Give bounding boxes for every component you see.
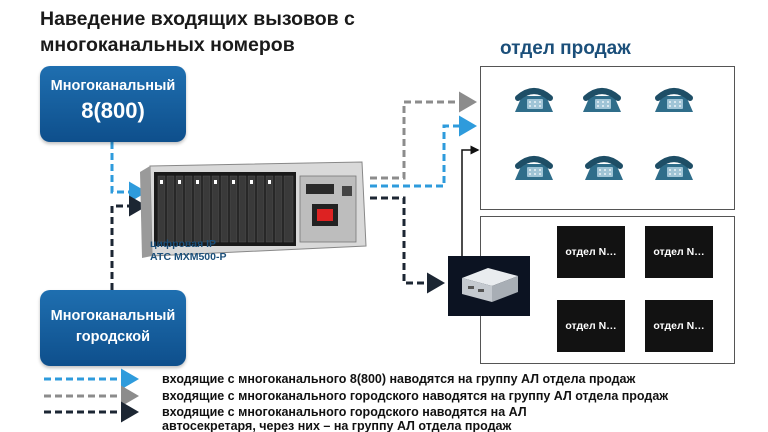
- city-label-2: городской: [75, 329, 151, 345]
- desk-phone-icon: [583, 88, 621, 112]
- department-box: отдел N…: [645, 300, 713, 352]
- title-line-1: Наведение входящих вызовов с: [40, 8, 355, 30]
- desk-phone-icon: [655, 156, 693, 180]
- legend-text-city-auto: входящие с многоканального городского на…: [162, 405, 527, 432]
- legend-text-city-auto-2: автосекретаря, через них – на группу АЛ …: [162, 419, 512, 432]
- pbx-label-2: АТС МХМ500-Р: [150, 251, 227, 263]
- arrow-pbx-gray-to-sales: [370, 91, 477, 180]
- title-line-2: многоканальных номеров: [40, 34, 295, 56]
- pbx-label-1: цифровая IP: [150, 238, 217, 250]
- legend-text-city-sales: входящие с многоканального городского на…: [162, 389, 669, 403]
- toll-free-label-2: 8(800): [81, 98, 145, 123]
- desk-phone-icon: [515, 156, 553, 180]
- legend-text-800: входящие с многоканального 8(800) наводя…: [162, 372, 636, 386]
- department-box: отдел N…: [557, 300, 625, 352]
- desk-phone-icon: [515, 88, 553, 112]
- toll-free-label-1: Многоканальный: [50, 78, 176, 94]
- diagram-title: Наведение входящих вызовов с многоканаль…: [40, 6, 460, 58]
- city-number-box: Многоканальный городской: [40, 290, 186, 366]
- desk-phone-icon: [585, 156, 623, 180]
- pbx-label: цифровая IP АТС МХМ500-Р: [150, 238, 227, 264]
- city-label-1: Многоканальный: [50, 308, 176, 324]
- arrow-pbx-blue-to-sales: [370, 115, 477, 188]
- pbx-rack-icon: [140, 161, 367, 258]
- department-box: отдел N…: [645, 226, 713, 278]
- arrow-server-to-sales: [461, 145, 480, 262]
- legend-text-city-auto-1: входящие с многоканального городского на…: [162, 405, 527, 419]
- arrow-pbx-to-server: [370, 196, 445, 294]
- server-box-icon: [448, 256, 530, 316]
- toll-free-number-box: Многоканальный 8(800): [40, 66, 186, 142]
- department-box: отдел N…: [557, 226, 625, 278]
- sales-department-title: отдел продаж: [500, 38, 631, 59]
- desk-phone-icon: [655, 88, 693, 112]
